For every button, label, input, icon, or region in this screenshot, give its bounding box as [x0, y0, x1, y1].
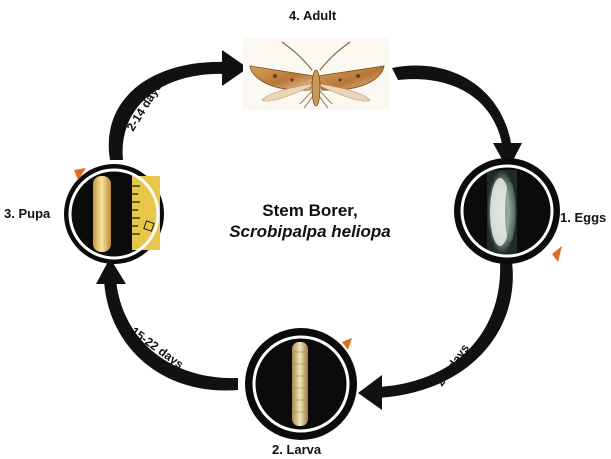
arrow-larva-to-pupa: [104, 280, 238, 390]
stage-label-pupa: 3. Pupa: [4, 206, 50, 221]
title-scientific-name: Scrobipalpa heliopa: [190, 221, 430, 242]
arrow-eggs-to-larva-head: [358, 375, 382, 410]
eggs-image: [454, 158, 562, 264]
stage-label-larva: 2. Larva: [272, 442, 321, 457]
arrow-adult-to-eggs: [392, 66, 512, 150]
title-common-name: Stem Borer,: [190, 200, 430, 221]
stage-label-adult: 4. Adult: [289, 8, 336, 23]
adult-moth-image: [243, 38, 389, 110]
larva-image: [245, 328, 357, 440]
diagram-title: Stem Borer, Scrobipalpa heliopa: [190, 200, 430, 242]
arrow-pupa-to-adult: [109, 62, 225, 160]
pupa-image: [64, 164, 164, 264]
stage-label-eggs: 1. Eggs: [560, 210, 606, 225]
